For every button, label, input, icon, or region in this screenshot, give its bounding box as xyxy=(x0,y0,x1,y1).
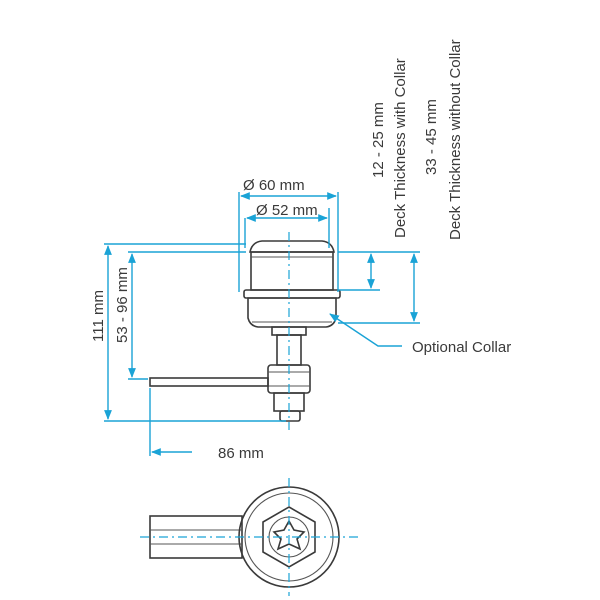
lock-body-upper xyxy=(250,251,334,291)
lock-flange xyxy=(243,289,341,299)
cam-arm xyxy=(149,377,269,387)
optional-collar-body xyxy=(247,297,337,328)
side-view xyxy=(149,232,341,430)
height-range-label: 53 - 96 mm xyxy=(114,267,131,343)
dimensions-side xyxy=(104,192,420,456)
spindle-tip xyxy=(279,410,301,422)
deck-without-collar-range-label: 33 - 45 mm xyxy=(423,99,440,175)
deck-with-collar-text-label: Deck Thickness with Collar xyxy=(392,58,409,238)
lock-head xyxy=(249,240,335,253)
dia-outer-label: Ø 60 mm xyxy=(243,177,305,194)
optional-collar-leader xyxy=(329,313,402,347)
height-total-label: 111 mm xyxy=(90,290,107,342)
bottom-view xyxy=(140,478,358,596)
dia-inner-label: Ø 52 mm xyxy=(256,202,318,219)
cam-length-label: 86 mm xyxy=(218,445,264,462)
optional-collar-label: Optional Collar xyxy=(412,339,511,356)
deck-without-collar-text-label: Deck Thickness without Collar xyxy=(447,39,464,240)
labels: Ø 60 mm Ø 52 mm 12 - 25 mm Deck Thicknes… xyxy=(90,39,511,462)
deck-with-collar-range-label: 12 - 25 mm xyxy=(370,102,387,178)
